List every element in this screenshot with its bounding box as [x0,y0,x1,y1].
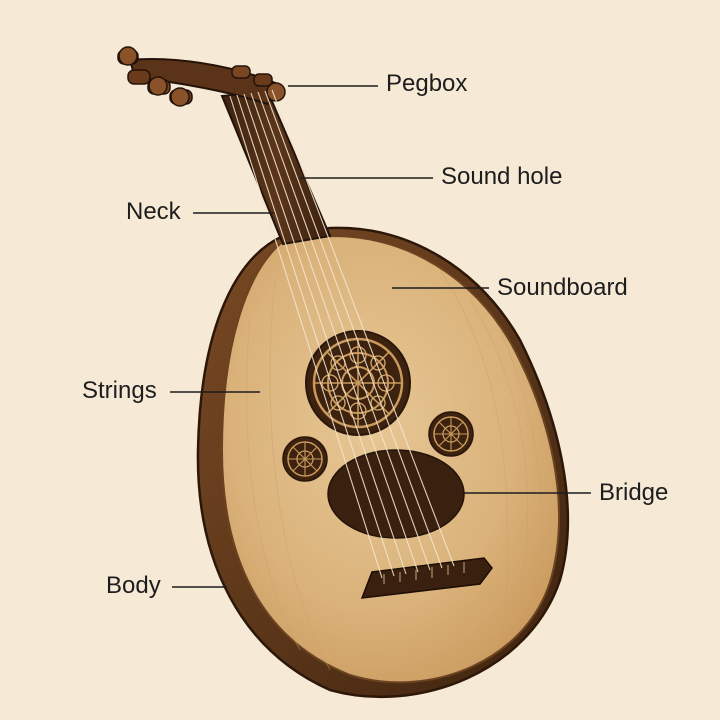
strings-lines [229,89,455,579]
tuning-pegs [117,46,286,107]
bridge-shape [360,557,493,599]
leader-lines [170,85,591,588]
label-bridge: Bridge [599,479,669,506]
small-rosette-right [428,411,474,457]
main-rosette [305,330,411,436]
label-body: Body [106,572,161,599]
label-strings: Strings [82,377,157,404]
label-soundboard: Soundboard [497,274,628,301]
label-neck: Neck [126,198,181,225]
pick-guard [327,449,465,539]
label-pegbox: Pegbox [386,70,468,97]
small-rosette-left [282,436,328,482]
label-sound-hole: Sound hole [441,163,563,190]
wood-grain [246,269,543,671]
